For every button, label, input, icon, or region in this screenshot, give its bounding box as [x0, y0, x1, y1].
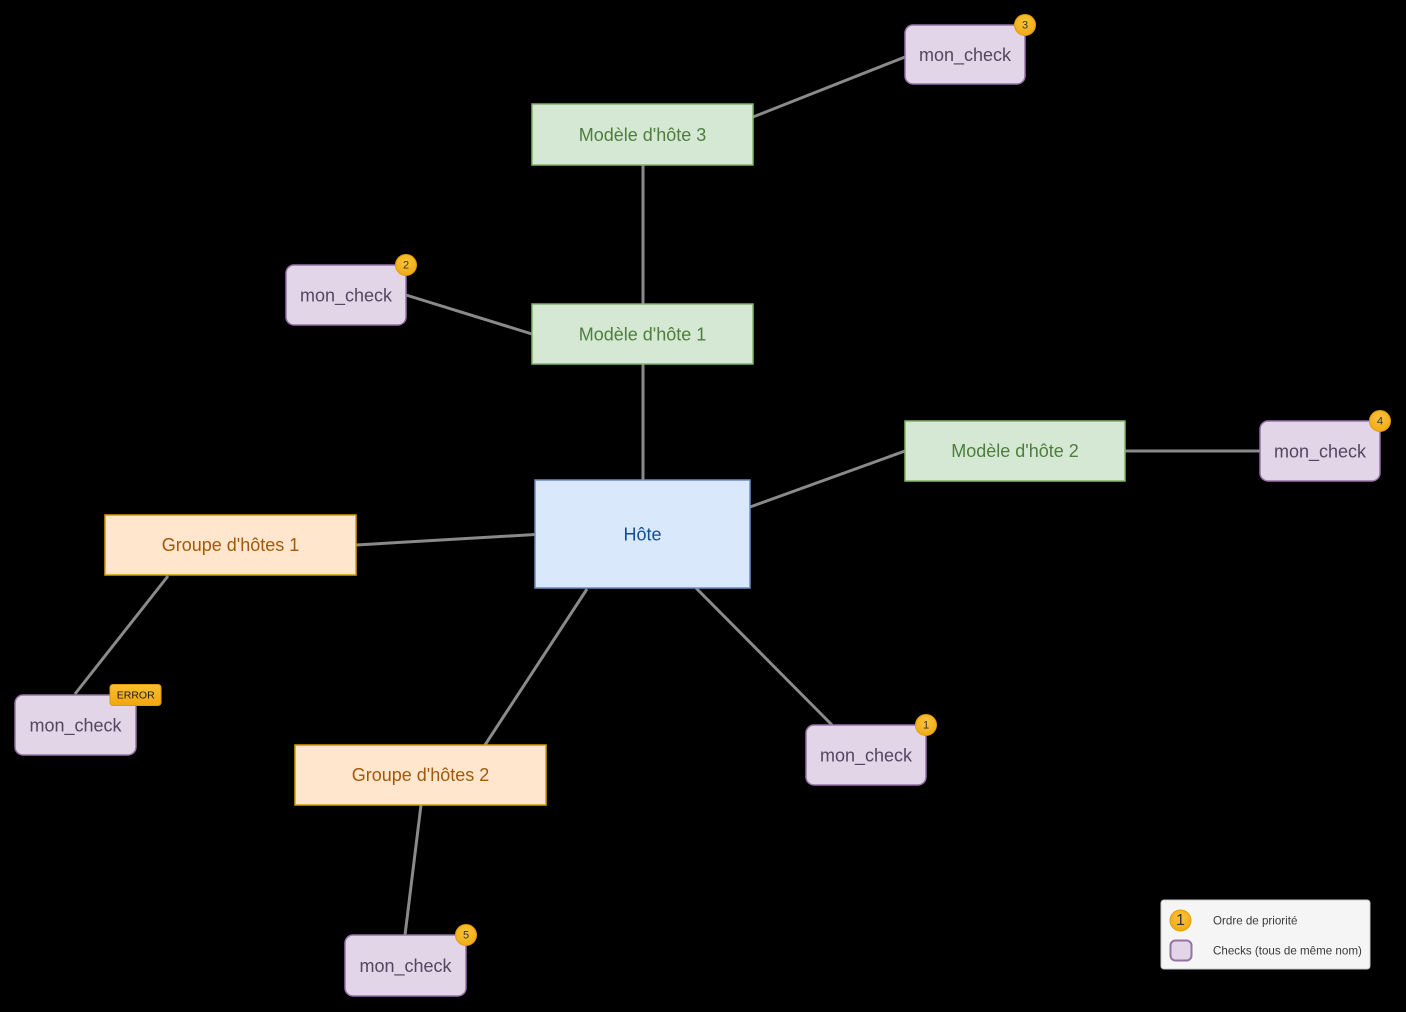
svg-text:mon_check: mon_check — [820, 746, 913, 767]
svg-text:Groupe d'hôtes 2: Groupe d'hôtes 2 — [352, 765, 490, 785]
svg-text:Modèle d'hôte 2: Modèle d'hôte 2 — [951, 441, 1079, 461]
svg-text:mon_check: mon_check — [300, 286, 393, 307]
svg-text:1: 1 — [1176, 912, 1185, 929]
svg-text:mon_check: mon_check — [1274, 442, 1367, 463]
svg-text:Ordre de priorité: Ordre de priorité — [1213, 915, 1297, 928]
svg-text:5: 5 — [463, 930, 469, 942]
svg-text:Modèle d'hôte 1: Modèle d'hôte 1 — [579, 325, 707, 345]
svg-text:Modèle d'hôte 3: Modèle d'hôte 3 — [579, 125, 707, 145]
svg-text:3: 3 — [1022, 20, 1028, 32]
svg-text:Hôte: Hôte — [623, 525, 661, 545]
svg-text:mon_check: mon_check — [919, 45, 1012, 66]
svg-text:mon_check: mon_check — [29, 716, 122, 737]
svg-text:2: 2 — [403, 260, 409, 272]
svg-text:Groupe d'hôtes 1: Groupe d'hôtes 1 — [162, 535, 300, 555]
svg-text:mon_check: mon_check — [359, 956, 452, 977]
svg-text:ERROR: ERROR — [117, 690, 155, 702]
svg-text:1: 1 — [923, 720, 929, 732]
svg-text:Checks (tous de même nom): Checks (tous de même nom) — [1213, 944, 1362, 957]
svg-text:4: 4 — [1377, 416, 1383, 428]
